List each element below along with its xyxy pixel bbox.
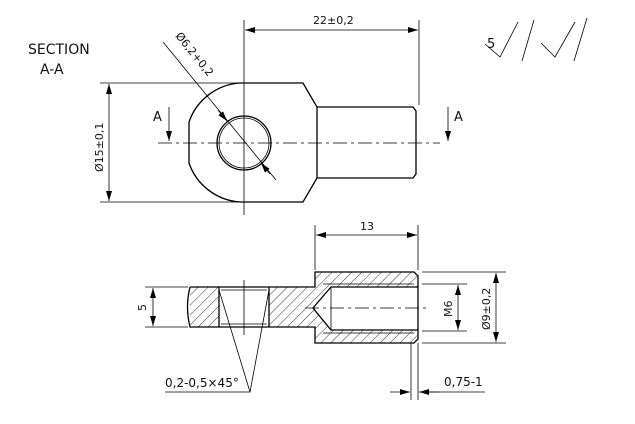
section-mark-left: A (153, 110, 162, 125)
chamfer-note: 0,2-0,5×45° (165, 376, 239, 390)
thread-dimension: M6 (442, 301, 455, 318)
shank-length-dimension: 13 (360, 220, 374, 233)
section-title: SECTION (28, 42, 90, 58)
hole-dimension: Ø6,2+0,2 (173, 30, 216, 79)
section-view: 13 5 M6 Ø9±0,2 0,2-0,5×45° 0,75-1 (136, 220, 506, 400)
section-subtitle: A-A (40, 62, 64, 78)
end-chamfer-dimension: 0,75-1 (444, 375, 483, 389)
roughness-value: 5 (487, 37, 495, 52)
shank-diameter-dimension: Ø9±0,2 (480, 288, 493, 330)
length-dimension: 22±0,2 (313, 14, 354, 27)
section-mark-right: A (454, 110, 463, 125)
surface-finish-symbol: 5 (484, 17, 588, 62)
thickness-dimension: 5 (136, 304, 149, 311)
height-dimension: Ø15±0,1 (93, 123, 106, 172)
top-view: 22±0,2 Ø15±0,1 Ø6,2+0,2 A A (93, 14, 463, 215)
